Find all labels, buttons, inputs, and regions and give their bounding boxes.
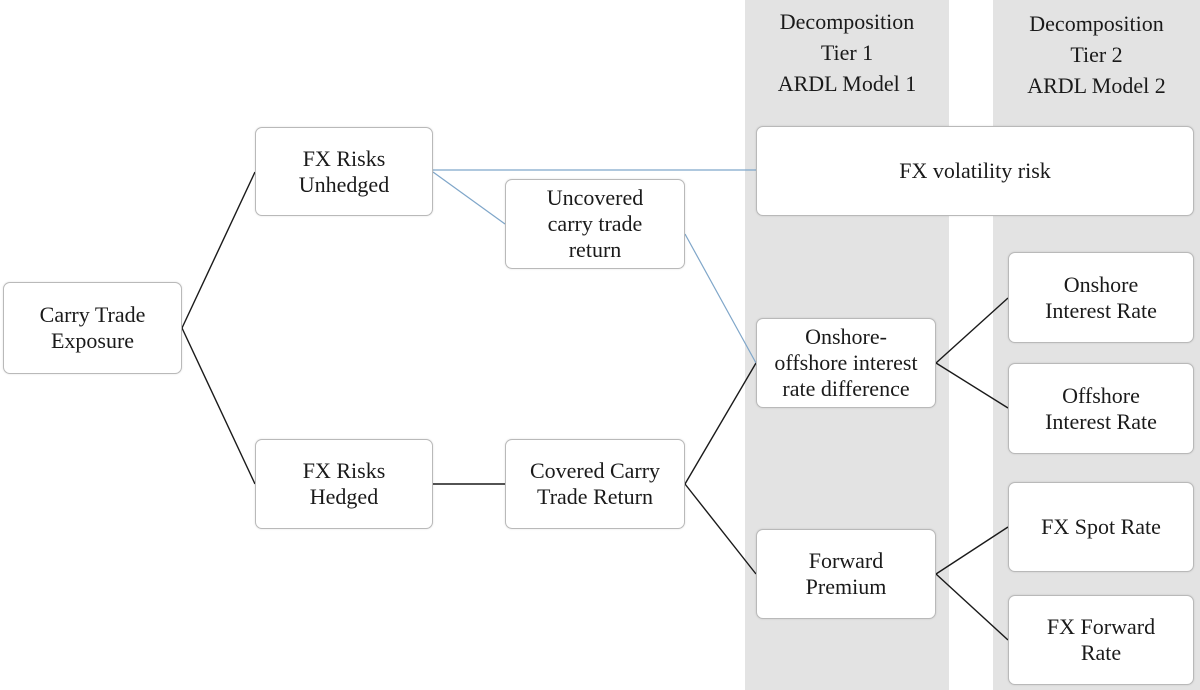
uncovered-return-line-3: return: [568, 237, 622, 262]
fx-risks-unhedged-line-1: FX Risks: [302, 145, 386, 171]
offshore-interest-rate-line-1: Offshore: [1062, 382, 1140, 408]
tier-2-header-line-3: ARDL Model 2: [1027, 73, 1166, 98]
tier-2-header-line-1: Decomposition: [1029, 11, 1164, 36]
onshore-interest-rate-line-2: Interest Rate: [1045, 297, 1157, 323]
forward-premium-line-2: Premium: [805, 574, 887, 599]
fx-volatility-risk-line-1: FX volatility risk: [899, 158, 1051, 183]
covered-return-line-2: Trade Return: [537, 484, 653, 509]
fx-risks-unhedged-node: FX Risks Unhedged: [255, 127, 433, 216]
connector-covered-to-forward-premium: [684, 483, 757, 575]
fx-forward-rate-line-2: Rate: [1080, 640, 1122, 665]
fx-risks-unhedged-line-2: Unhedged: [298, 171, 390, 197]
fx-spot-rate-node: FX Spot Rate: [1008, 482, 1194, 572]
fx-risks-hedged-node: FX Risks Hedged: [255, 439, 433, 529]
tier-2-column-band: [993, 0, 1200, 690]
connector-interest-difference-to-offshore: [935, 362, 1009, 409]
interest-rate-difference-node: Onshore- offshore interest rate differen…: [756, 318, 936, 408]
tier-2-header: Decomposition Tier 2 ARDL Model 2: [993, 8, 1200, 101]
forward-premium-line-1: Forward: [808, 548, 884, 573]
covered-carry-trade-return-node: Covered Carry Trade Return: [505, 439, 685, 529]
tier-2-header-line-2: Tier 2: [1070, 42, 1123, 67]
tier-1-header-line-3: ARDL Model 1: [777, 71, 917, 96]
connector-unhedged-to-uncovered: [432, 171, 506, 225]
connector-premium-to-spot: [935, 526, 1009, 575]
fx-forward-rate-line-1: FX Forward: [1046, 614, 1156, 639]
fx-spot-rate-line-1: FX Spot Rate: [1041, 514, 1161, 539]
offshore-interest-rate-line-2: Interest Rate: [1045, 408, 1157, 434]
uncovered-return-line-1: Uncovered: [546, 185, 644, 210]
covered-return-line-1: Covered Carry: [529, 458, 661, 483]
fx-risks-hedged-line-1: FX Risks: [302, 458, 386, 483]
connector-premium-to-forward-rate: [935, 573, 1009, 641]
fx-forward-rate-node: FX Forward Rate: [1008, 595, 1194, 685]
tier-1-header: Decomposition Tier 1 ARDL Model 1: [745, 6, 949, 99]
offshore-interest-rate-node: Offshore Interest Rate: [1008, 363, 1194, 454]
forward-premium-node: Forward Premium: [756, 529, 936, 619]
connector-exposure-to-unhedged: [181, 171, 256, 329]
connector-exposure-to-hedged: [181, 327, 256, 485]
interest-rate-difference-line-3: rate difference: [782, 376, 910, 401]
carry-trade-exposure-node: Carry Trade Exposure: [3, 282, 182, 374]
connector-covered-to-interest-difference: [684, 362, 757, 485]
uncovered-carry-trade-return-node: Uncovered carry trade return: [505, 179, 685, 269]
interest-rate-difference-line-1: Onshore-: [805, 324, 887, 349]
fx-risks-hedged-line-2: Hedged: [309, 484, 379, 509]
onshore-interest-rate-line-1: Onshore: [1063, 271, 1139, 297]
interest-rate-difference-line-2: offshore interest: [774, 350, 918, 375]
tier-1-header-line-1: Decomposition: [779, 9, 915, 34]
connector-uncovered-to-interest-difference: [684, 233, 757, 364]
carry-trade-exposure-line-1: Carry Trade: [39, 302, 146, 327]
onshore-interest-rate-node: Onshore Interest Rate: [1008, 252, 1194, 343]
fx-volatility-risk-node: FX volatility risk: [756, 126, 1194, 216]
uncovered-return-line-2: carry trade: [547, 211, 643, 236]
connector-interest-difference-to-onshore: [935, 297, 1009, 364]
tier-1-header-line-2: Tier 1: [820, 40, 874, 65]
carry-trade-exposure-line-2: Exposure: [50, 328, 135, 353]
